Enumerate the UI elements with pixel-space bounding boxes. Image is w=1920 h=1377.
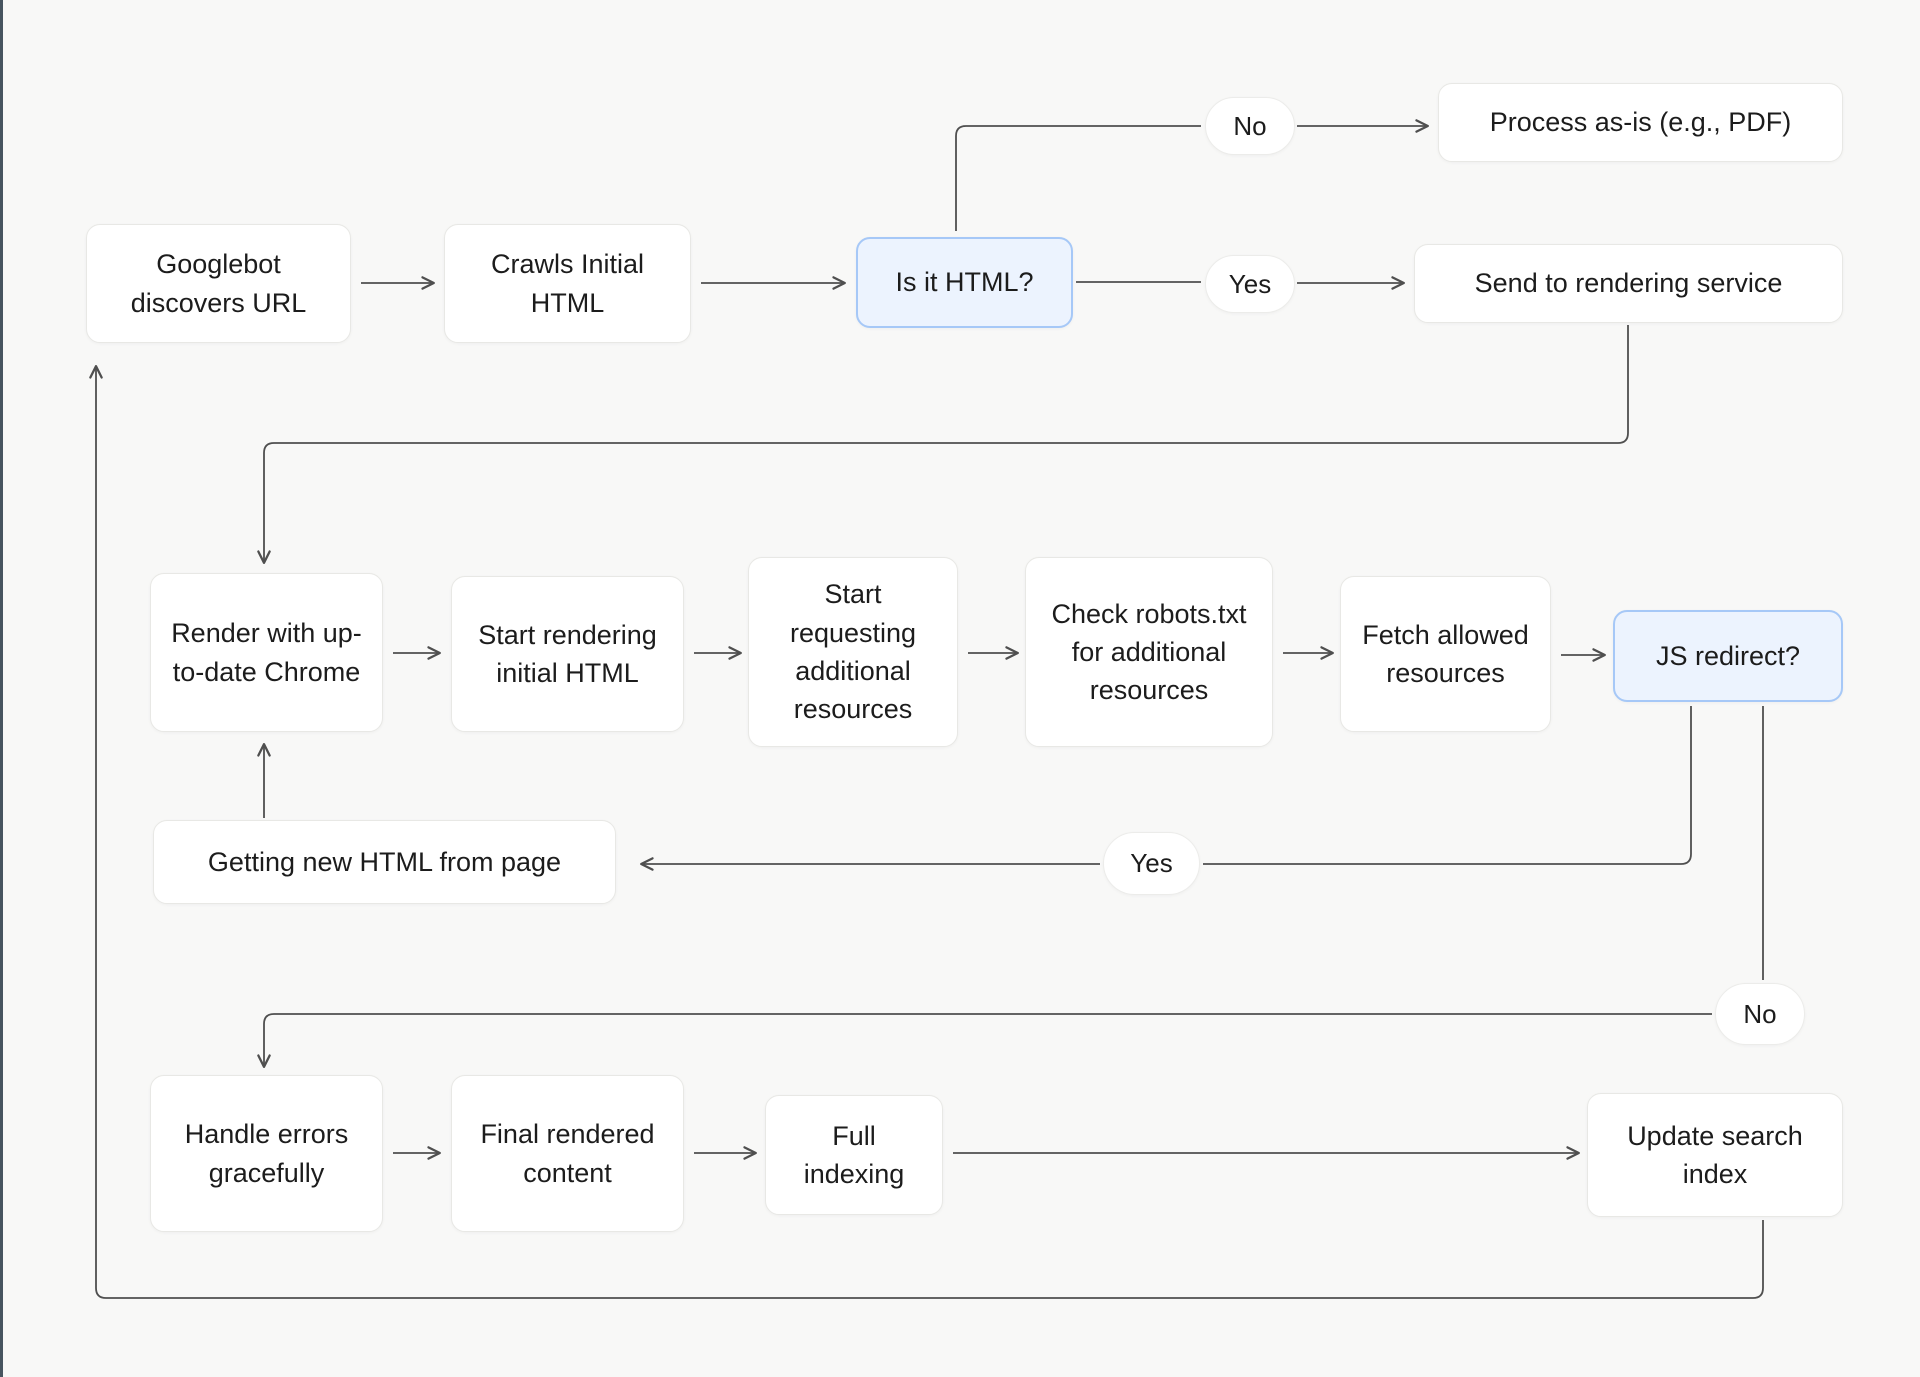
node-start-rendering-initial-html[interactable]: Start rendering initial HTML xyxy=(451,576,684,732)
oval-label: No xyxy=(1233,110,1267,141)
node-label: Crawls Initial HTML xyxy=(490,249,645,318)
edge-label-yes-top[interactable]: Yes xyxy=(1205,255,1295,313)
oval-label: Yes xyxy=(1228,268,1272,299)
node-label: Start requesting additional resources xyxy=(789,579,917,725)
oval-label: No xyxy=(1743,998,1777,1029)
edge-label-no-loop[interactable]: No xyxy=(1715,983,1805,1045)
node-label: Final rendered content xyxy=(480,1119,655,1188)
node-label: Process as-is (e.g., PDF) xyxy=(1489,107,1792,138)
node-label: JS redirect? xyxy=(1655,640,1801,671)
node-label: Render with up-to-date Chrome xyxy=(171,618,362,687)
node-final-rendered-content[interactable]: Final rendered content xyxy=(451,1075,684,1232)
node-label: Full indexing xyxy=(803,1120,905,1189)
node-handle-errors-gracefully[interactable]: Handle errors gracefully xyxy=(150,1075,383,1232)
node-crawls-initial-html[interactable]: Crawls Initial HTML xyxy=(444,224,691,343)
node-label: Is it HTML? xyxy=(895,267,1034,298)
edge-label-yes-loop[interactable]: Yes xyxy=(1103,832,1200,895)
edge-ishtml-no xyxy=(955,125,1201,231)
node-start-requesting-resources[interactable]: Start requesting additional resources xyxy=(748,557,958,747)
node-update-search-index[interactable]: Update search index xyxy=(1587,1093,1843,1217)
node-check-robots-txt[interactable]: Check robots.txt for additional resource… xyxy=(1025,557,1273,747)
node-send-to-rendering-service[interactable]: Send to rendering service xyxy=(1414,244,1843,323)
node-is-it-html-decision[interactable]: Is it HTML? xyxy=(856,237,1073,328)
node-fetch-allowed-resources[interactable]: Fetch allowed resources xyxy=(1340,576,1551,732)
node-full-indexing[interactable]: Full indexing xyxy=(765,1095,943,1215)
node-render-with-chrome[interactable]: Render with up-to-date Chrome xyxy=(150,573,383,732)
edge-send-render xyxy=(257,325,1629,564)
node-getting-new-html[interactable]: Getting new HTML from page xyxy=(153,820,616,904)
edge-label-no-top[interactable]: No xyxy=(1205,97,1295,155)
node-label: Check robots.txt for additional resource… xyxy=(1051,598,1247,706)
node-googlebot-discovers-url[interactable]: Googlebot discovers URL xyxy=(86,224,351,343)
node-label: Send to rendering service xyxy=(1474,268,1783,299)
node-process-as-is[interactable]: Process as-is (e.g., PDF) xyxy=(1438,83,1843,162)
node-label: Getting new HTML from page xyxy=(207,846,562,877)
node-label: Googlebot discovers URL xyxy=(130,249,307,318)
node-label: Handle errors gracefully xyxy=(184,1119,349,1188)
node-js-redirect-decision[interactable]: JS redirect? xyxy=(1613,610,1843,702)
edge-noloop-handleerrors xyxy=(257,1013,1712,1068)
node-label: Start rendering initial HTML xyxy=(478,619,657,688)
oval-label: Yes xyxy=(1130,848,1173,878)
node-label: Update search index xyxy=(1627,1120,1803,1189)
node-label: Fetch allowed resources xyxy=(1362,619,1529,688)
